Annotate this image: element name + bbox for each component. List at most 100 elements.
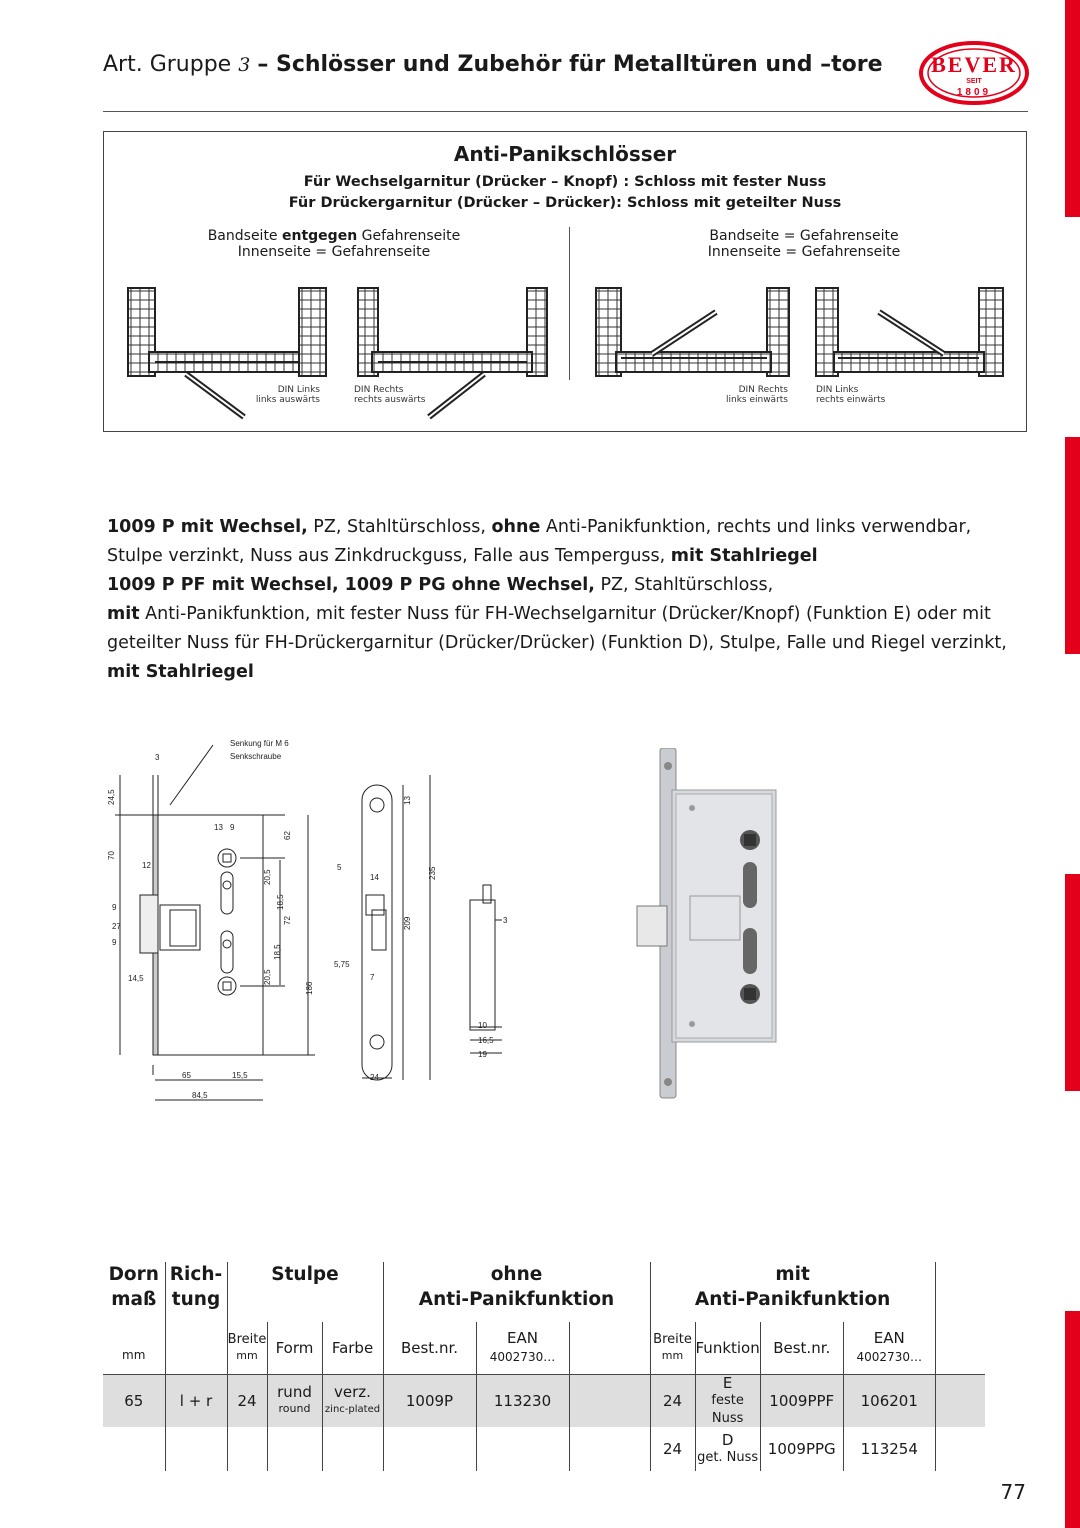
svg-text:27: 27	[112, 922, 121, 931]
col-stulpe: Stulpe	[226, 1262, 383, 1322]
diagram-4-name: DIN Links	[816, 385, 859, 395]
svg-text:14,5: 14,5	[128, 974, 144, 983]
page-number: 77	[1000, 1480, 1026, 1504]
logo-year: 1809	[957, 87, 991, 98]
svg-text:18,5: 18,5	[276, 894, 285, 910]
row1-form-de: rund	[277, 1383, 312, 1401]
svg-text:12: 12	[142, 861, 151, 870]
left-caption-line2: Innenseite = Gefahrenseite	[237, 244, 431, 260]
box-line-1: Für Wechselgarnitur (Drücker – Knopf) : …	[303, 174, 827, 190]
desc-p1-a: PZ, Stahltürschloss,	[307, 517, 492, 537]
svg-text:18,5: 18,5	[273, 944, 282, 960]
svg-text:16,5: 16,5	[478, 1036, 494, 1045]
sub-ean2-prefix: 4002730…	[856, 1350, 922, 1365]
desc-p3-a: Anti-Panikfunktion, mit fester Nuss für …	[107, 604, 1007, 653]
row1-ean2: 106201	[842, 1374, 936, 1427]
logo-seit: SEIT	[966, 78, 982, 85]
desc-p1-ohne: ohne	[491, 517, 541, 537]
header-rule	[103, 111, 1028, 112]
left-caption-c: Gefahrenseite	[357, 228, 461, 244]
bever-logo: BEVER SEIT 1809	[919, 41, 1029, 105]
svg-text:5: 5	[337, 863, 342, 872]
svg-text:20,5: 20,5	[263, 969, 272, 985]
diagram-2-name: DIN Rechts	[354, 385, 404, 395]
svg-text:209: 209	[403, 916, 412, 930]
desc-p1-mit: mit Stahlriegel	[670, 546, 818, 566]
right-caption-line1: Bandseite = Gefahrenseite	[709, 228, 899, 244]
header-group-number: 3	[238, 54, 251, 76]
row1-breite2: 24	[649, 1374, 695, 1427]
svg-text:5,75: 5,75	[334, 960, 350, 969]
svg-text:14: 14	[370, 873, 379, 882]
diagram-din-rechts-auswaerts	[357, 287, 548, 420]
dorn-label: Dorn	[108, 1264, 159, 1285]
diagram-3-sub: links einwärts	[725, 395, 788, 405]
svg-text:20,5: 20,5	[263, 869, 272, 885]
row1-farbe-de: verz.	[334, 1382, 371, 1401]
sub-mm: mm	[122, 1347, 146, 1362]
logo-brand: BEVER	[931, 52, 1017, 77]
row1-funktion-sub: feste Nuss	[711, 1392, 744, 1426]
svg-text:24: 24	[370, 1073, 379, 1082]
row1-dorn: 65	[124, 1391, 144, 1410]
sub-bestnr: Best.nr.	[382, 1322, 476, 1374]
svg-text:72: 72	[283, 916, 292, 925]
box-title: Anti-Panikschlösser	[453, 142, 677, 166]
diagram-1-name: DIN Links	[277, 385, 320, 395]
header-prefix: Art. Gruppe	[103, 52, 232, 77]
right-caption-line2: Innenseite = Gefahrenseite	[707, 244, 901, 260]
technical-drawing: Senkung für M 6 Senkschraube 3 24,5 70 1…	[107, 739, 508, 1101]
diagram-4-sub: rechts einwärts	[816, 395, 886, 405]
row2-funktion-sub: get. Nuss	[697, 1449, 759, 1465]
product-description: 1009 P mit Wechsel, PZ, Stahltürschloss,…	[107, 513, 1032, 687]
svg-text:24,5: 24,5	[107, 789, 116, 805]
left-caption: Bandseite entgegen Gefahrenseite Innense…	[124, 228, 544, 260]
svg-text:186: 186	[305, 981, 314, 995]
diagram-3-name: DIN Rechts	[738, 385, 788, 395]
row1-bestnr: 1009P	[382, 1374, 476, 1427]
row1-richtung: l + r	[164, 1374, 227, 1427]
svg-text:10: 10	[478, 1021, 487, 1030]
desc-p3-mit2: mit Stahlriegel	[107, 662, 254, 682]
desc-p2-a: PZ, Stahltürschloss,	[594, 575, 774, 595]
svg-text:Senkung für M 6: Senkung für M 6	[230, 739, 289, 748]
svg-text:9: 9	[230, 823, 235, 832]
diagram-din-links-einwaerts	[815, 287, 1004, 377]
svg-text:65: 65	[182, 1071, 191, 1080]
left-caption-bold: entgegen	[282, 228, 358, 244]
row1-farbe-en: zinc-plated	[324, 1403, 381, 1415]
diagram-din-rechts-einwaerts	[595, 287, 790, 377]
svg-text:70: 70	[107, 851, 116, 860]
desc-p2-bold: 1009 P PF mit Wechsel, 1009 P PG ohne We…	[107, 575, 595, 595]
edge-tab-4	[1065, 1311, 1080, 1528]
sub-farbe: Farbe	[321, 1322, 383, 1374]
diagram-1-sub: links auswärts	[255, 395, 320, 405]
svg-text:235: 235	[428, 866, 437, 880]
svg-text:3: 3	[503, 916, 508, 925]
row1-bestnr2: 1009PPF	[759, 1374, 844, 1427]
svg-text:9: 9	[112, 938, 117, 947]
header-title: – Schlösser und Zubehör für Metalltüren …	[257, 52, 883, 77]
sub-bestnr2: Best.nr.	[759, 1322, 844, 1374]
desc-p1-bold: 1009 P mit Wechsel,	[107, 517, 308, 537]
mit-label: mit	[775, 1264, 810, 1285]
svg-text:7: 7	[370, 973, 375, 982]
diagram-2-sub: rechts auswärts	[354, 395, 426, 405]
box-line-2: Für Drückergarnitur (Drücker – Drücker):…	[288, 195, 842, 211]
sub-breite2-label: Breite	[653, 1331, 692, 1347]
row1-farbe: verz. zinc-plated	[321, 1374, 383, 1427]
